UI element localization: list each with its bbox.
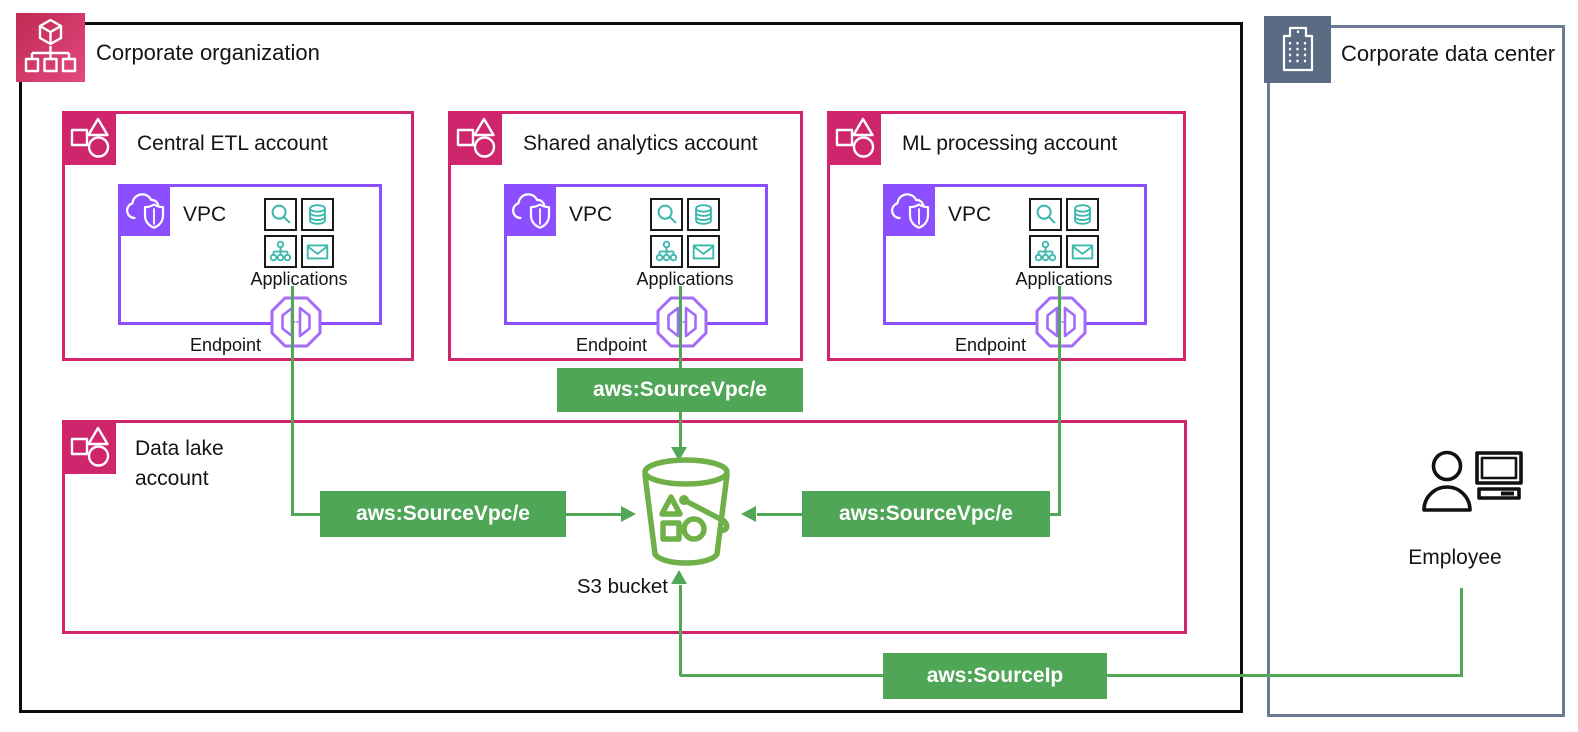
endpoint-label: Endpoint — [954, 335, 1026, 355]
vpc-label: VPC — [569, 203, 613, 226]
application-icons — [1029, 198, 1099, 268]
corporate-organization-title: Corporate organization — [96, 40, 320, 65]
organizations-icon — [16, 13, 85, 82]
search-icon — [1029, 198, 1062, 231]
applications-label: Applications — [250, 269, 348, 289]
employee-label: Employee — [1408, 546, 1502, 569]
connector-ml-processing-vertical — [1058, 286, 1061, 516]
applications-label: Applications — [1015, 269, 1113, 289]
policy-label-source-ip: aws:SourceIp — [883, 653, 1107, 699]
vpc-label: VPC — [183, 203, 227, 226]
account-title: ML processing account — [902, 132, 1118, 155]
account-icon — [827, 111, 881, 165]
search-icon — [264, 198, 297, 231]
mail-icon — [687, 235, 720, 268]
data-lake-account-title: Data lake account — [135, 437, 224, 490]
vpc-box: VPC Applications — [883, 184, 1147, 325]
connector-ml-processing-horizontal — [1049, 513, 1060, 516]
shared-analytics-account-box: Shared analytics account VPC Application… — [448, 111, 803, 361]
database-icon — [301, 198, 334, 231]
connector-bucket-up-line — [679, 585, 682, 676]
application-icons — [650, 198, 720, 268]
vpc-box: VPC Applications — [118, 184, 382, 325]
endpoint-label: Endpoint — [575, 335, 647, 355]
mail-icon — [1066, 235, 1099, 268]
account-icon — [448, 111, 502, 165]
connector-central-etl-horizontal — [291, 513, 320, 516]
sitemap-icon — [1029, 235, 1062, 268]
vpc-cloud-shield-icon — [118, 184, 170, 236]
policy-label-right-source-vpc: aws:SourceVpc/e — [802, 491, 1050, 537]
sitemap-icon — [650, 235, 683, 268]
account-title: Shared analytics account — [523, 132, 758, 155]
central-etl-account-box: Central ETL account VPC Applications — [62, 111, 414, 361]
s3-bucket-label: S3 bucket — [576, 575, 668, 598]
arrowhead-right-icon — [621, 506, 636, 522]
vpc-endpoint-octagon-icon — [654, 294, 710, 350]
vpc-cloud-shield-icon — [883, 184, 935, 236]
mail-icon — [301, 235, 334, 268]
corporate-organization-box — [19, 22, 1243, 713]
building-icon — [1264, 16, 1331, 83]
corporate-data-center-box — [1267, 25, 1565, 717]
arrowhead-up-icon — [671, 570, 687, 584]
endpoint-label: Endpoint — [189, 335, 261, 355]
connector-left-arrow-line — [566, 513, 622, 516]
account-icon — [62, 111, 116, 165]
policy-label-top-source-vpc: aws:SourceVpc/e — [557, 368, 803, 412]
ml-processing-account-box: ML processing account VPC Applications — [827, 111, 1186, 361]
connector-shared-analytics-vertical — [679, 286, 682, 448]
vpc-cloud-shield-icon — [504, 184, 556, 236]
policy-label-left-source-vpc: aws:SourceVpc/e — [320, 491, 566, 537]
vpc-box: VPC Applications — [504, 184, 768, 325]
connector-right-arrow-line — [757, 513, 802, 516]
corporate-data-center-title: Corporate data center — [1341, 41, 1556, 66]
account-icon — [62, 420, 116, 474]
sitemap-icon — [264, 235, 297, 268]
arrowhead-left-icon — [741, 506, 756, 522]
applications-label: Applications — [636, 269, 734, 289]
s3-bucket-icon — [634, 456, 750, 570]
vpc-label: VPC — [948, 203, 992, 226]
connector-central-etl-vertical — [291, 286, 294, 516]
data-lake-account-box: Data lake account — [62, 420, 1187, 634]
vpc-endpoint-octagon-icon — [1033, 294, 1089, 350]
database-icon — [1066, 198, 1099, 231]
account-title: Central ETL account — [137, 132, 328, 155]
connector-employee-vertical — [1460, 588, 1463, 677]
database-icon — [687, 198, 720, 231]
search-icon — [650, 198, 683, 231]
person-with-computer-icon — [1414, 450, 1528, 528]
vpc-endpoint-octagon-icon — [268, 294, 324, 350]
application-icons — [264, 198, 334, 268]
